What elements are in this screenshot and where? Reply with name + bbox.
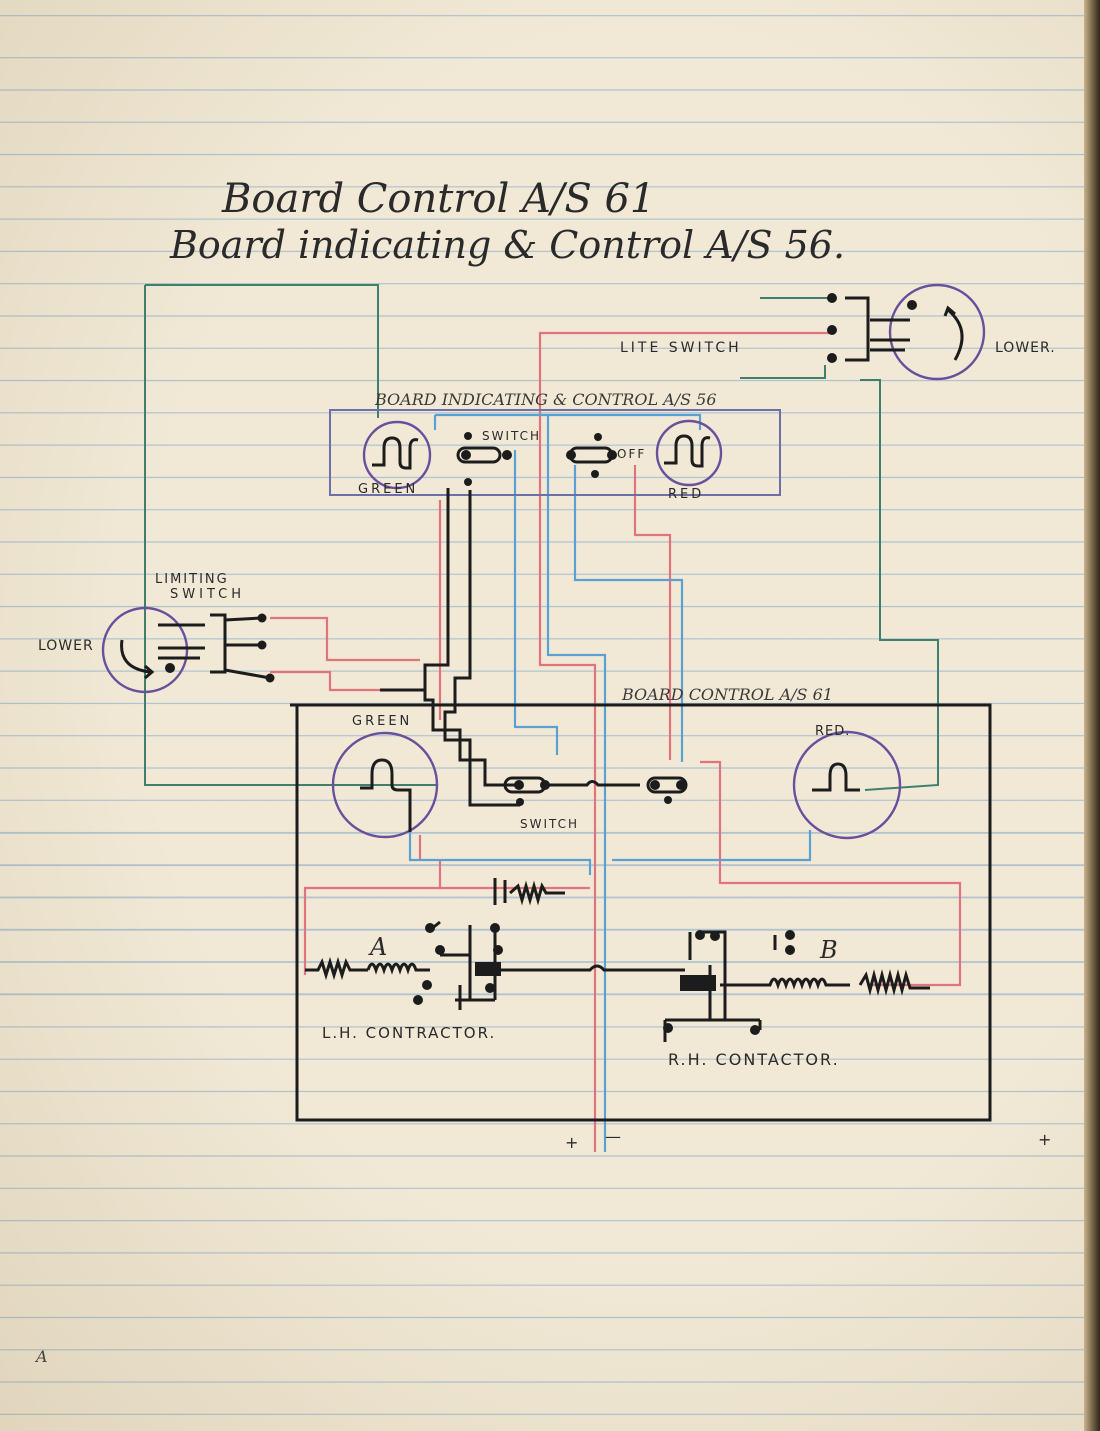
lh-contactor [413,920,503,1010]
resistor-icon [493,878,565,906]
page-edge [1084,0,1100,1431]
coil-b-label: B [819,936,838,964]
corner-mark: A [34,1347,48,1366]
rh-contactor [663,930,795,1042]
lh-contactor-label: L.H. CONTRACTOR. [322,1024,496,1042]
lh-coil-icon [366,962,430,975]
coil-a-label: A [368,933,387,961]
title-line-2: Board indicating & Control A/S 56. [169,223,845,267]
ink-wiring [380,488,520,807]
lower-switch-label: SWITCH [520,817,579,831]
lamp-filament-icon-3 [360,758,412,832]
lower-green-label: GREEN [352,714,412,729]
red-lamp-upper [655,419,723,487]
limiting-switch-dial [101,606,189,694]
blue-wiring [408,413,812,1152]
red-lamp-lower [792,730,902,840]
lower-red-label: RED. [815,724,850,739]
upper-red-label: RED [668,487,704,502]
upper-switch-right [566,433,617,478]
green-lamp-lower [331,731,439,839]
lower-board: BOARD CONTROL A/S 61 GREEN RED. SWITCH [290,685,992,1122]
terminal-plus-a: + [565,1133,581,1152]
upper-switch-left [456,432,512,486]
title-line-1: Board Control A/S 61 [221,176,655,222]
contactors: A [305,878,930,1069]
lower-board-label: BOARD CONTROL A/S 61 [621,685,833,704]
lite-switch-dial [888,283,986,381]
green-wiring [144,284,939,791]
lite-switch-label: LITE SWITCH [620,340,742,356]
upper-board: BOARD INDICATING & CONTROL A/S 56 GREEN … [329,390,781,502]
supply-terminals: + — + [565,1127,1054,1152]
green-lamp-upper [362,420,432,490]
upper-board-label: BOARD INDICATING & CONTROL A/S 56 [374,390,717,409]
terminal-minus: — [605,1127,624,1146]
upper-switch-label: SWITCH [482,429,541,443]
limiting-switch-label-1: LIMITING [155,572,229,587]
limiting-switch: LIMITING SWITCH LOWER [38,572,275,694]
lamp-filament-icon-2 [664,434,711,468]
lamp-filament-icon-4 [812,762,860,792]
lamp-filament-icon [372,436,419,470]
rh-contactor-label: R.H. CONTACTOR. [668,1050,840,1069]
limiting-switch-label-2: SWITCH [170,587,245,602]
upper-green-label: GREEN [358,482,418,497]
terminal-plus-b: + [1038,1130,1054,1149]
rh-resistor-icon [858,969,930,996]
lite-switch-lower-label: LOWER. [995,340,1056,356]
limiting-switch-lower-label: LOWER [38,638,94,654]
upper-off-label: OFF [617,447,646,461]
red-wiring [270,331,962,1152]
lower-switch [503,776,688,806]
lh-resistor-icon [305,956,368,981]
lite-switch: LITE SWITCH LOWER. [620,283,1056,381]
rh-coil-icon [720,977,850,990]
